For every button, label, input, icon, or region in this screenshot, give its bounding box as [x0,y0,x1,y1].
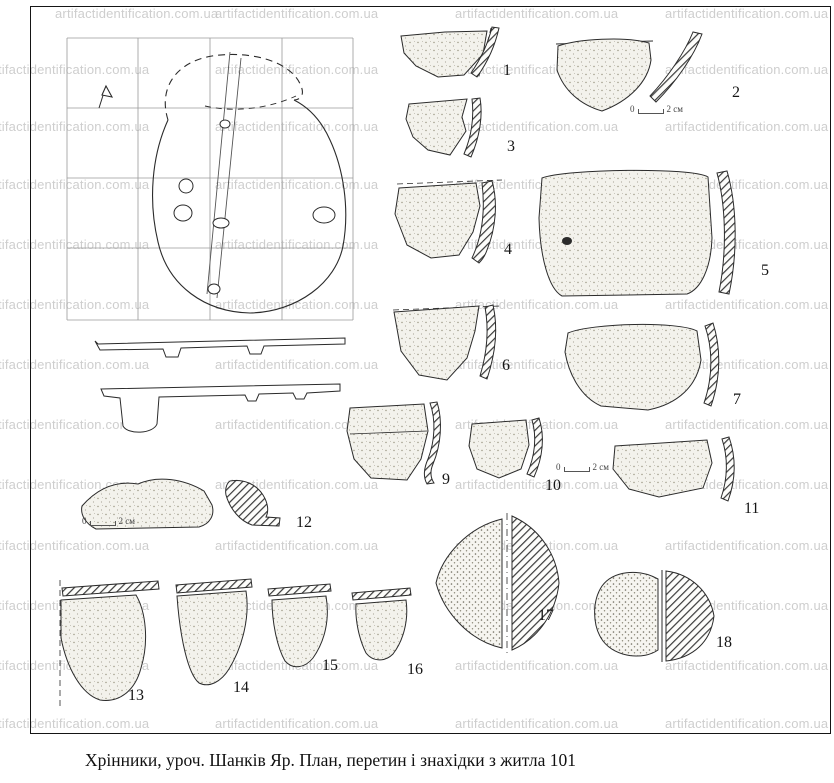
watermark-text: artifactidentification.com.ua [0,297,150,312]
watermark-text: artifactidentification.com.ua [665,6,829,21]
sherd-number-6: 6 [502,357,510,374]
watermark-text: artifactidentification.com.ua [55,6,219,21]
scale-line [637,109,664,114]
sherd-15 [267,583,332,668]
watermark-text: artifactidentification.com.ua [215,357,379,372]
figure-caption: Хрінники, уроч. Шанків Яр. План, перетин… [85,750,577,770]
watermark-text: artifactidentification.com.ua [0,62,150,77]
scale-zero: 0 [82,516,87,526]
watermark-text: artifactidentification.com.ua [455,477,619,492]
watermark-text: artifactidentification.com.ua [455,297,619,312]
watermark-text: artifactidentification.com.ua [455,658,619,673]
scale-bar: 0 2 см [556,462,609,472]
sherd-12 [81,478,281,530]
watermark-text: artifactidentification.com.ua [665,357,829,372]
watermark-text: artifactidentification.com.ua [665,417,829,432]
sherd-7 [564,322,720,411]
watermark-text: artifactidentification.com.ua [215,297,379,312]
sherd-number-18: 18 [716,634,732,651]
scale-bar: 0 2 см [82,516,135,526]
sherd-6 [392,304,501,381]
sherd-3 [405,97,482,158]
sherd-number-4: 4 [504,241,512,258]
sherd-10 [468,417,543,479]
watermark-text: artifactidentification.com.ua [215,177,379,192]
watermark-text: artifactidentification.com.ua [665,297,829,312]
watermark-text: artifactidentification.com.ua [215,417,379,432]
whorl-18 [594,570,715,662]
watermark-text: artifactidentification.com.ua [665,62,829,77]
watermark-text: artifactidentification.com.ua [215,119,379,134]
sherd-number-3: 3 [507,138,515,155]
sherd-number-1: 1 [503,62,511,79]
watermark-text: artifactidentification.com.ua [0,119,150,134]
scale-bar: 0 2 см [630,104,683,114]
sherd-number-7: 7 [733,391,741,408]
watermark-text: artifactidentification.com.ua [215,62,379,77]
sherd-number-17: 17 [538,607,554,624]
excavation-plan [98,51,347,314]
watermark-text: artifactidentification.com.ua [0,538,150,553]
watermark-text: artifactidentification.com.ua [215,716,379,731]
scale-zero: 0 [556,462,561,472]
sherd-11 [612,436,735,502]
watermark-text: artifactidentification.com.ua [215,538,379,553]
sherd-2 [555,31,703,112]
watermark-text: artifactidentification.com.ua [455,119,619,134]
sherd-13 [59,580,160,706]
sherd-number-2: 2 [732,84,740,101]
sherd-number-14: 14 [233,679,249,696]
sherd-number-9: 9 [442,471,450,488]
sherd-5 [538,169,736,297]
watermark-text: artifactidentification.com.ua [665,658,829,673]
watermark-text: artifactidentification.com.ua [665,538,829,553]
watermark-text: artifactidentification.com.ua [455,716,619,731]
watermark-text: artifactidentification.com.ua [0,177,150,192]
scale-unit: 2 см [118,516,135,526]
whorl-17 [435,513,560,654]
sherd-number-5: 5 [761,262,769,279]
watermark-text: artifactidentification.com.ua [0,417,150,432]
watermark-text: artifactidentification.com.ua [455,6,619,21]
sherd-1 [400,26,500,81]
watermark-text: artifactidentification.com.ua [665,716,829,731]
scale-zero: 0 [630,104,635,114]
north-arrow-icon [98,84,114,109]
sherd-14 [175,578,253,686]
sherd-number-15: 15 [322,657,338,674]
watermark-text: artifactidentification.com.ua [215,6,379,21]
sherd-16 [351,587,412,661]
sherd-number-12: 12 [296,514,312,531]
watermark-text: artifactidentification.com.ua [665,119,829,134]
profile-sections [94,337,346,433]
scale-line [563,467,590,472]
scale-line [89,521,116,526]
watermark-text: artifactidentification.com.ua [0,357,150,372]
scale-unit: 2 см [592,462,609,472]
watermark-text: artifactidentification.com.ua [0,716,150,731]
sherd-number-10: 10 [545,477,561,494]
sherd-number-13: 13 [128,687,144,704]
scale-unit: 2 см [666,104,683,114]
plan-grid [66,37,354,321]
sherd-number-11: 11 [744,500,760,517]
sherd-number-16: 16 [407,661,423,678]
sherd-9 [346,401,441,485]
sherd-4 [394,179,503,264]
